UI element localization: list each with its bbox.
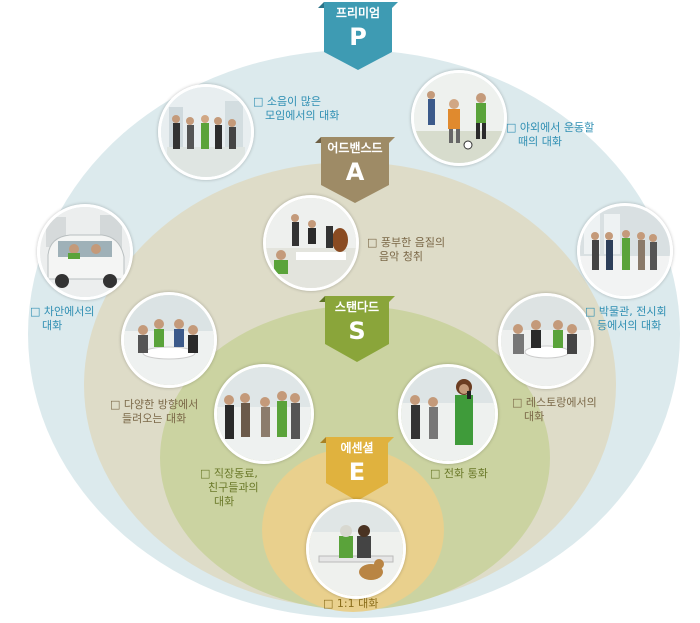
caption-line: 음악 청취	[379, 250, 423, 263]
caption-line: 대화	[524, 410, 545, 423]
badge-shape	[318, 2, 398, 70]
caption-outdoor-sports: □ 야외에서 운동할 때의 대화	[506, 121, 594, 149]
colleagues-photo	[214, 364, 314, 464]
caption-line: □ 소음이 많은	[253, 95, 321, 108]
caption-line: □ 풍부한 음질의	[367, 236, 446, 249]
caption-restaurant: □ 레스토랑에서의 대화	[512, 396, 597, 424]
advanced-badge: 어드밴스드 A	[315, 137, 395, 203]
caption-one-on-one: □ 1:1 대화	[323, 597, 378, 611]
advanced-letter: A	[345, 158, 365, 186]
standard-label: 스탠다드	[334, 300, 380, 314]
outdoor-sports-photo	[411, 70, 507, 166]
premium-label: 프리미엄	[335, 6, 381, 20]
caption-line: □ 다양한 방향에서	[110, 398, 199, 411]
caption-line: □ 박물관, 전시회	[585, 305, 667, 318]
caption-line: □ 전화 통화	[430, 467, 488, 480]
one-on-one-photo	[306, 499, 406, 599]
caption-line: 친구들과의	[208, 481, 259, 494]
caption-line: 대화	[214, 495, 235, 508]
advanced-label: 어드밴스드	[327, 141, 383, 155]
standard-badge: 스탠다드 S	[319, 296, 395, 362]
caption-line: 대화	[42, 319, 63, 332]
premium-badge: 프리미엄 P	[318, 2, 398, 70]
caption-line: □ 차안에서의	[30, 305, 95, 318]
caption-phone: □ 전화 통화	[430, 467, 488, 481]
caption-line: □ 야외에서 운동할	[506, 121, 595, 134]
museum-photo	[577, 203, 673, 299]
caption-multi-direction: □ 다양한 방향에서 들려오는 대화	[110, 398, 198, 426]
caption-music: □ 풍부한 음질의 음악 청취	[367, 236, 445, 264]
badge-shape	[315, 137, 395, 203]
music-listening-photo	[263, 195, 359, 291]
caption-colleagues: □ 직장동료, 친구들과의 대화	[200, 467, 259, 509]
essential-label: 에센셜	[340, 441, 374, 455]
caption-museum: □ 박물관, 전시회 등에서의 대화	[585, 305, 667, 333]
premium-letter: P	[349, 23, 367, 51]
multi-direction-photo	[121, 292, 217, 388]
caption-noisy-gathering: □ 소음이 많은 모임에서의 대화	[253, 95, 339, 123]
noisy-gathering-photo	[158, 84, 254, 180]
caption-line: 등에서의 대화	[597, 319, 662, 332]
badge-shape	[320, 437, 394, 501]
caption-line: 모임에서의 대화	[265, 109, 340, 122]
caption-line: 들려오는 대화	[122, 412, 187, 425]
caption-line: □ 1:1 대화	[323, 597, 379, 610]
car-photo	[37, 204, 133, 300]
caption-line: □ 레스토랑에서의	[512, 396, 597, 409]
restaurant-photo	[498, 293, 594, 389]
standard-letter: S	[348, 317, 366, 345]
caption-line: □ 직장동료,	[200, 467, 258, 480]
essential-letter: E	[348, 458, 366, 486]
caption-line: 때의 대화	[518, 135, 562, 148]
essential-badge: 에센셜 E	[320, 437, 394, 501]
badge-shape	[319, 296, 395, 362]
caption-car: □ 차안에서의 대화	[30, 305, 95, 333]
phone-call-photo	[398, 364, 498, 464]
